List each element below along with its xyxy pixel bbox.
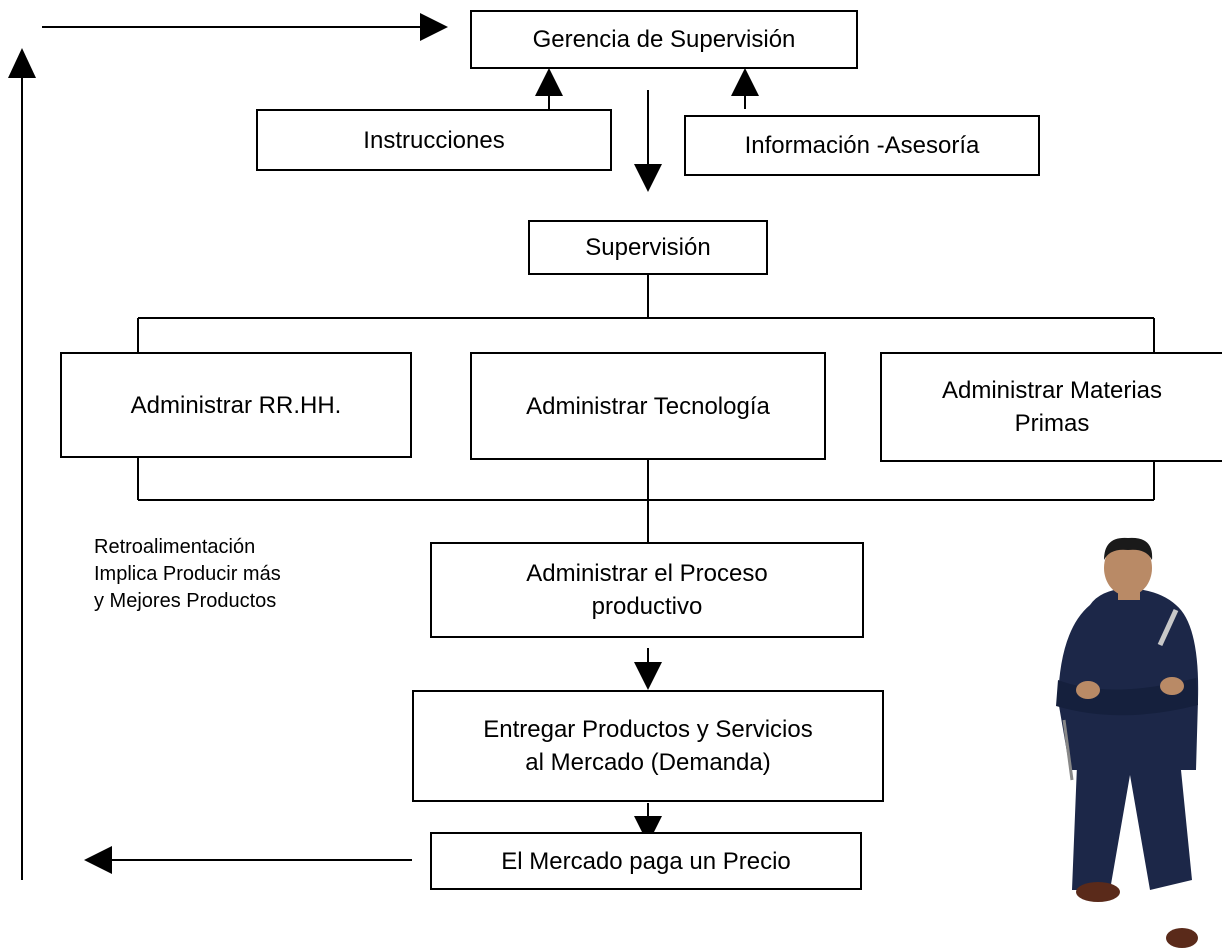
worker-right-boot <box>1166 928 1198 948</box>
arrowhead <box>634 816 662 844</box>
feedback-note: Retroalimentación Implica Producir más y… <box>94 536 281 612</box>
arrowhead <box>634 164 662 192</box>
screwdriver-icon <box>1062 719 1074 781</box>
worker-head <box>1104 540 1152 596</box>
arrowhead <box>420 13 448 41</box>
gerencia-box: Gerencia de Supervisión <box>470 10 858 69</box>
supervision-box: Supervisión <box>528 220 768 275</box>
worker-hand <box>1160 677 1184 695</box>
arrowhead <box>84 846 112 874</box>
worker-hand <box>1076 681 1100 699</box>
informacion-box: Información -Asesoría <box>684 115 1040 176</box>
worker-illustration <box>1056 537 1199 948</box>
worker-hair <box>1104 537 1153 560</box>
arrowhead <box>535 68 563 96</box>
worker-left-boot <box>1076 882 1120 902</box>
rrhh-box: Administrar RR.HH. <box>60 352 412 458</box>
materias-box: Administrar Materias Primas <box>880 352 1222 462</box>
proceso-box: Administrar el Proceso productivo <box>430 542 864 638</box>
worker-legs <box>1072 740 1192 890</box>
precio-box: El Mercado paga un Precio <box>430 832 862 890</box>
arrowhead <box>8 48 36 78</box>
tecnologia-box: Administrar Tecnología <box>470 352 826 460</box>
wrench-icon <box>1157 608 1179 647</box>
arrowhead <box>634 662 662 690</box>
arrowhead <box>731 68 759 96</box>
instrucciones-box: Instrucciones <box>256 109 612 171</box>
entregar-box: Entregar Productos y Servicios al Mercad… <box>412 690 884 802</box>
